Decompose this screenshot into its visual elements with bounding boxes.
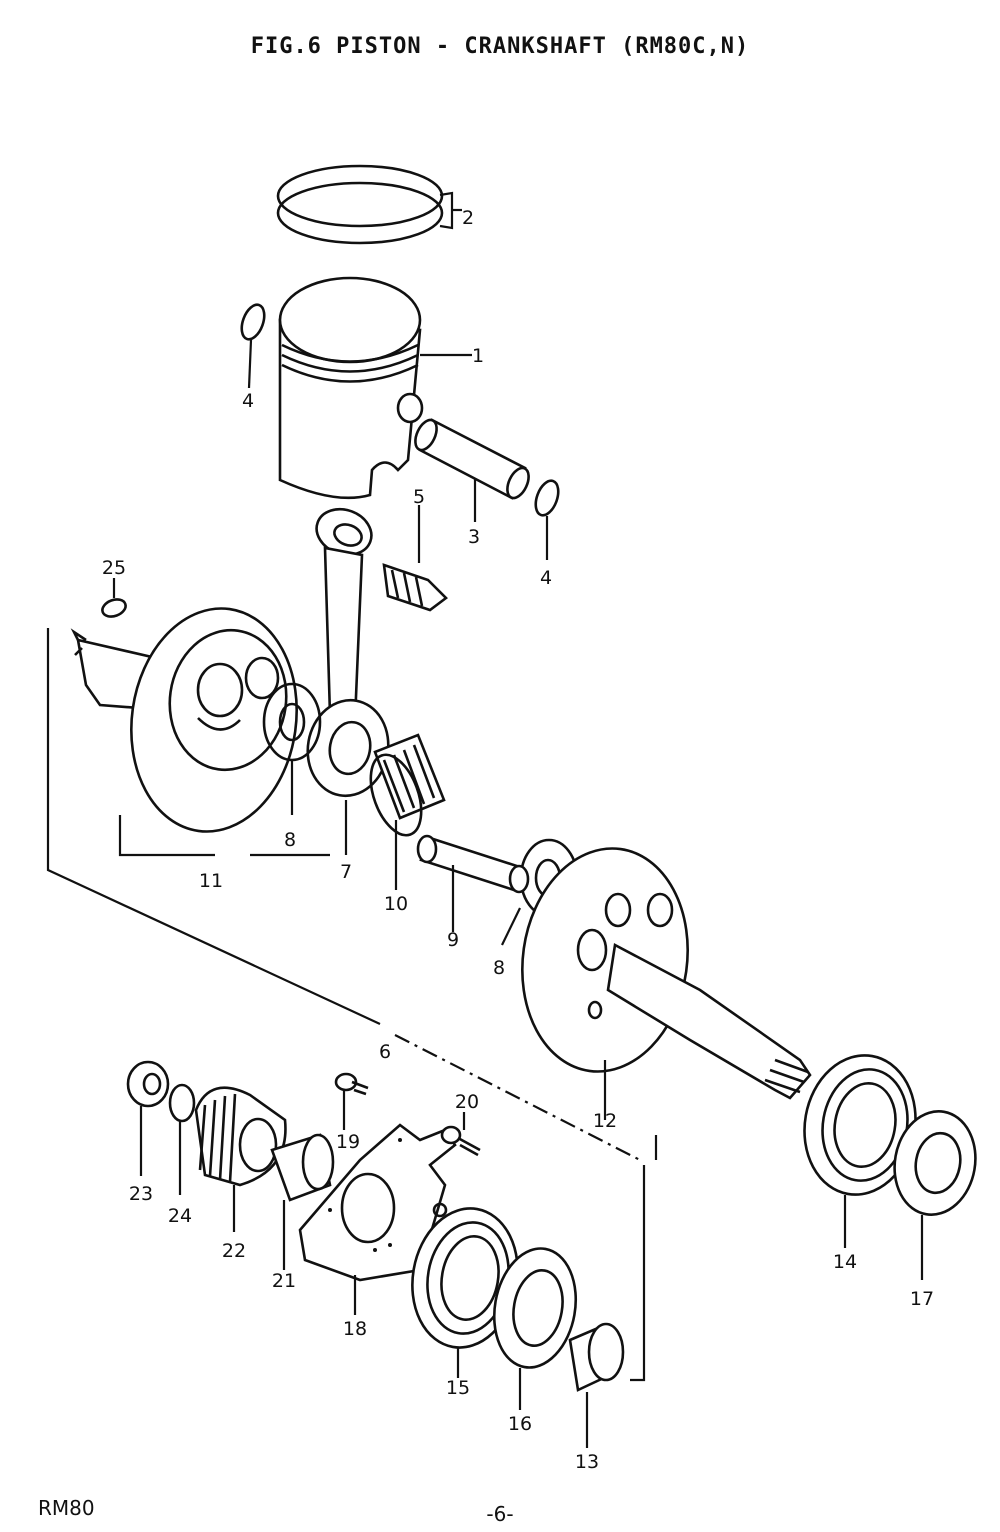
- part-label-18: 18: [343, 1318, 367, 1340]
- nut: [126, 1060, 170, 1176]
- part-label-24: 24: [168, 1205, 192, 1227]
- part-label-6: 6: [379, 1041, 391, 1063]
- crank-pin: [416, 834, 530, 932]
- part-label-16: 16: [508, 1413, 532, 1435]
- oil-seal-right: [893, 1110, 977, 1280]
- part-label-8-upper: 8: [284, 829, 296, 851]
- part-label-22: 22: [222, 1240, 246, 1262]
- small-end-bearing: [382, 505, 448, 612]
- screw-19: [334, 1072, 369, 1130]
- part-label-13: 13: [575, 1451, 599, 1473]
- oil-seal-left: [492, 1247, 578, 1410]
- circlip-right: [534, 479, 560, 517]
- part-label-20: 20: [455, 1091, 479, 1113]
- part-label-19: 19: [336, 1131, 360, 1153]
- piston-rings: [276, 164, 462, 245]
- part-label-8-lower: 8: [493, 957, 505, 979]
- piston: [278, 276, 472, 500]
- bearing-plate: [298, 1123, 457, 1315]
- washer-gear: [168, 1083, 196, 1195]
- thrust-washer-left: [262, 682, 322, 815]
- circlip-left: [240, 303, 266, 341]
- crankshaft-assembly-bracket: [46, 628, 658, 1382]
- part-label-25: 25: [102, 557, 126, 579]
- part-label-14: 14: [833, 1251, 857, 1273]
- footer-page-number: -6-: [486, 1502, 514, 1526]
- part-label-5: 5: [413, 486, 425, 508]
- footer-model: RM80: [38, 1496, 95, 1520]
- big-end-bearing: [369, 733, 446, 890]
- part-label-11: 11: [199, 870, 223, 892]
- part-label-21: 21: [272, 1270, 296, 1292]
- crank-half-right: [521, 847, 812, 1120]
- part-label-9: 9: [447, 929, 459, 951]
- part-label-1: 1: [472, 345, 484, 367]
- part-label-3: 3: [468, 526, 480, 548]
- primary-drive-gear: [194, 1086, 287, 1232]
- part-label-7: 7: [340, 861, 352, 883]
- bearing-left: [411, 1207, 519, 1378]
- connecting-rod: [306, 507, 390, 855]
- screw-20: [440, 1112, 481, 1157]
- part-label-23: 23: [129, 1183, 153, 1205]
- bush: [568, 1322, 625, 1448]
- part-label-12: 12: [593, 1110, 617, 1132]
- piston-pin: [414, 418, 530, 522]
- part-label-4-upper: 4: [242, 390, 254, 412]
- part-label-4-lower: 4: [540, 567, 552, 589]
- part-label-17: 17: [910, 1288, 934, 1310]
- spacer: [270, 1133, 335, 1270]
- crank-half-left: [70, 578, 298, 833]
- part-label-2: 2: [462, 207, 474, 229]
- part-label-15: 15: [446, 1377, 470, 1399]
- page-title: FIG.6 PISTON - CRANKSHAFT (RM80C,N): [250, 34, 750, 59]
- part-label-10: 10: [384, 893, 408, 915]
